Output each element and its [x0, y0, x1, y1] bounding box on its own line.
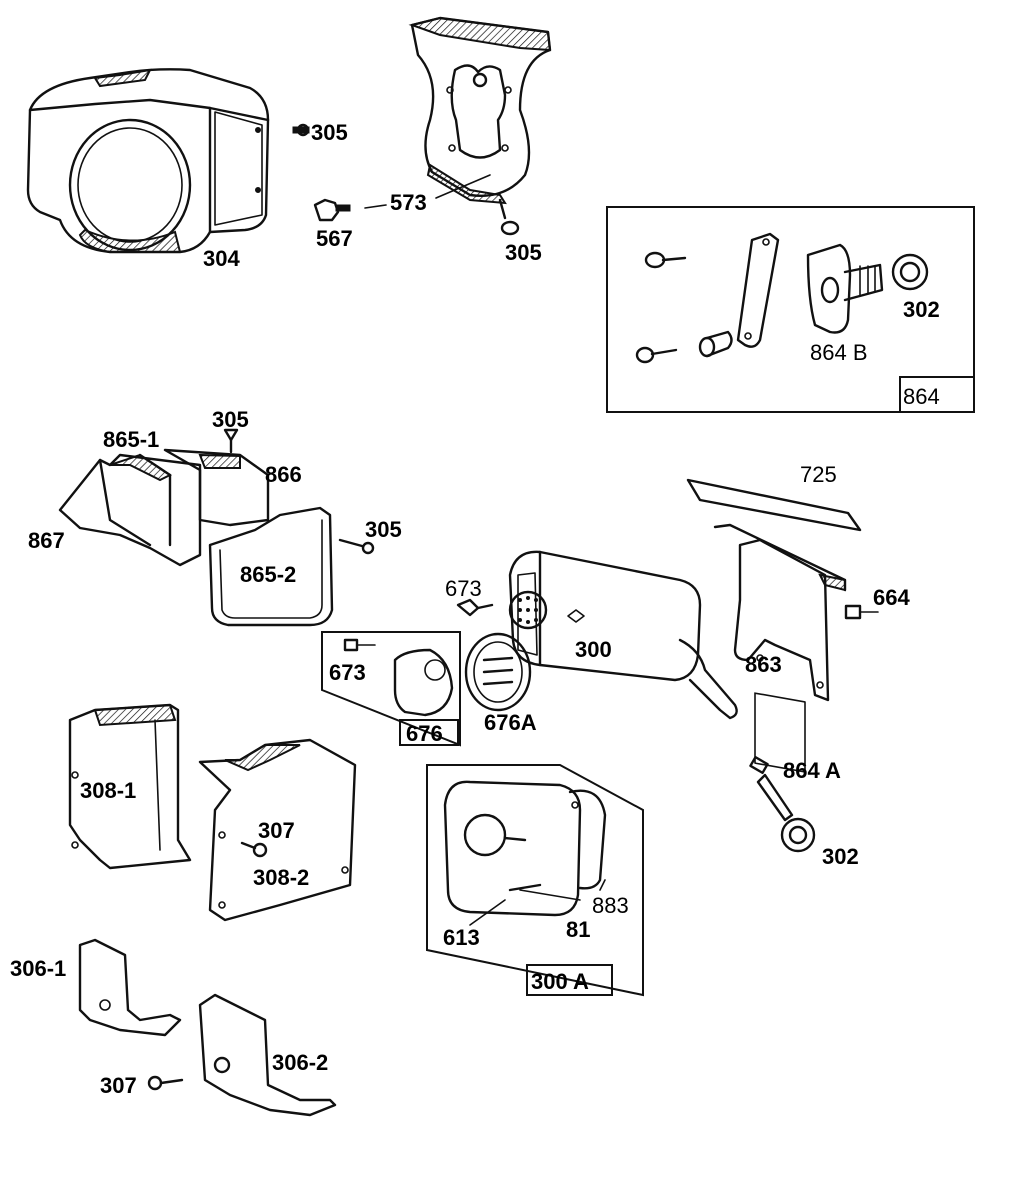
- label-304: 304: [203, 246, 240, 271]
- bolt-567: [313, 198, 351, 222]
- label-725: 725: [800, 462, 837, 487]
- muffler-300: [508, 550, 738, 720]
- screw-305-b: [498, 198, 520, 236]
- screw-664: [844, 604, 879, 620]
- screw-icon: [635, 346, 678, 364]
- screw-673-b: [343, 638, 376, 652]
- bracket-864b-icon: [806, 243, 884, 334]
- leader-883: [599, 879, 606, 891]
- kit-300a-box: [426, 764, 644, 997]
- spacer-icon: [698, 330, 733, 358]
- baffle-plate-573: [408, 16, 552, 205]
- leader-573-b: [435, 174, 491, 199]
- shroud-308-2: [198, 738, 357, 922]
- shield-866: [163, 448, 270, 527]
- muffler-perforations: [518, 596, 538, 624]
- label-305-b: 305: [505, 240, 542, 265]
- label-865-2: 865-2: [240, 562, 296, 587]
- label-867: 867: [28, 528, 65, 553]
- label-573: 573: [390, 190, 427, 215]
- guard-306-2: [198, 993, 337, 1117]
- screw-305-c: [223, 428, 239, 454]
- cover-865-2: [208, 506, 334, 627]
- label-673-a: 673: [445, 576, 482, 601]
- label-676a: 676A: [484, 710, 537, 735]
- blower-housing-304: [26, 68, 270, 254]
- label-613: 613: [443, 925, 480, 950]
- label-308-2: 308-2: [253, 865, 309, 890]
- screw-icon: [644, 251, 687, 269]
- screw-305-a: [292, 123, 310, 137]
- screw-673-a: [456, 598, 494, 617]
- label-673-b: 673: [329, 660, 366, 685]
- link-arm-icon: [736, 232, 780, 348]
- label-664: 664: [873, 585, 910, 610]
- guard-306-1: [78, 938, 182, 1037]
- label-302-a: 302: [903, 297, 940, 322]
- label-81: 81: [566, 917, 590, 942]
- label-567: 567: [316, 226, 353, 251]
- label-866: 866: [265, 462, 302, 487]
- leader-81: [519, 889, 581, 901]
- label-883: 883: [592, 893, 629, 918]
- pipe-864a: [749, 755, 794, 822]
- label-864b: 864 B: [810, 340, 868, 365]
- shroud-308-1: [68, 703, 192, 870]
- kit-676-box: [321, 631, 461, 747]
- nut-302-b: [780, 817, 816, 853]
- screw-305-d: [338, 538, 375, 555]
- label-300a: 300 A: [531, 969, 589, 994]
- label-306-2: 306-2: [272, 1050, 328, 1075]
- label-305-c: 305: [212, 407, 249, 432]
- leader-573: [364, 204, 387, 209]
- label-308-1: 308-1: [80, 778, 136, 803]
- label-302-b: 302: [822, 844, 859, 869]
- label-300: 300: [575, 637, 612, 662]
- screw-307-a: [240, 841, 268, 858]
- kit-864-box: [606, 206, 975, 413]
- label-305-d: 305: [365, 517, 402, 542]
- label-306-1: 306-1: [10, 956, 66, 981]
- label-863: 863: [745, 652, 782, 677]
- leader-613: [469, 899, 506, 926]
- label-676: 676: [406, 721, 443, 746]
- deflector-676a: [464, 632, 532, 712]
- label-864: 864: [903, 384, 940, 409]
- label-864a: 864 A: [783, 758, 841, 783]
- label-307-a: 307: [258, 818, 295, 843]
- label-865-1: 865-1: [103, 427, 159, 452]
- bracket-863: [713, 523, 847, 773]
- spark-arrestor-676: [393, 648, 454, 717]
- label-305-a: 305: [311, 120, 348, 145]
- air-guide-865-1: [58, 453, 202, 567]
- screw-307-b: [147, 1075, 184, 1091]
- plate-725: [686, 478, 862, 532]
- muffler-300a: [443, 780, 607, 917]
- nut-302-icon: [891, 253, 929, 291]
- label-307-b: 307: [100, 1073, 137, 1098]
